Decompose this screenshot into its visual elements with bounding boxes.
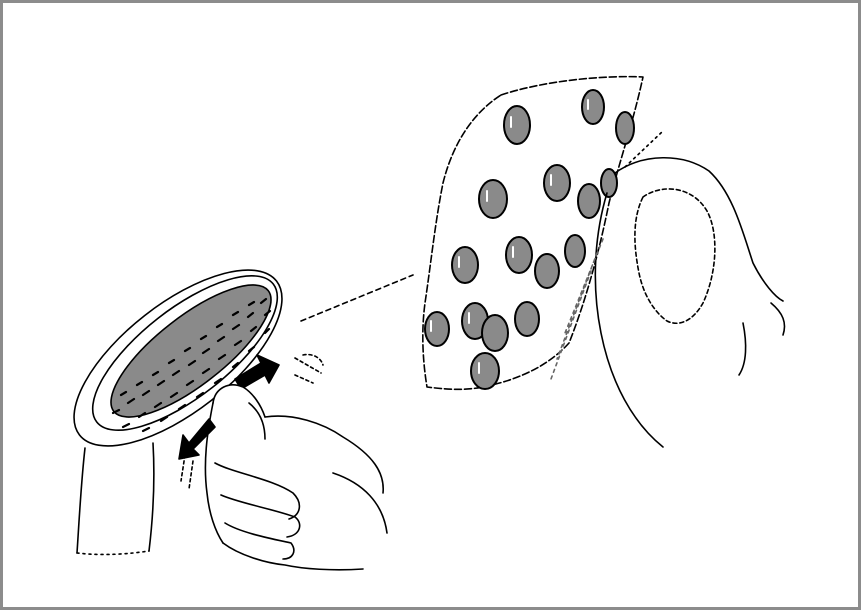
magnified-nozzle-detail-icon xyxy=(423,77,785,447)
shower-head-cleaning-illustration xyxy=(3,3,861,613)
hand-icon xyxy=(205,385,387,570)
shower-handle xyxy=(77,443,154,554)
detail-leader-line xyxy=(301,275,413,321)
shower-head-icon xyxy=(46,238,309,477)
